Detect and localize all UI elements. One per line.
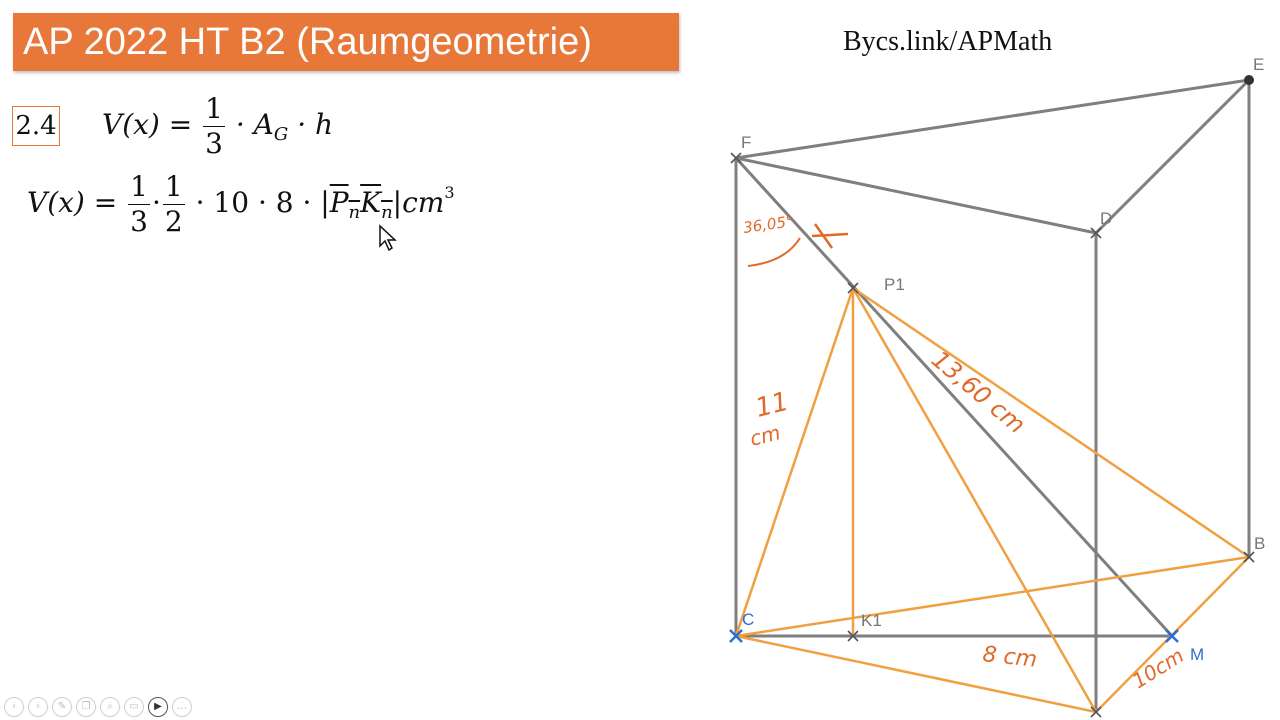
cross-mark (811, 223, 849, 249)
point-markers (730, 152, 1255, 718)
handwriting: 36,05° 11 cm 13,60 cm 8 cm 10cm (742, 212, 1188, 693)
edge-c-a (735, 634, 1097, 714)
title-banner: AP 2022 HT B2 (Raumgeometrie) (13, 13, 679, 71)
volume-formula-specific: V(x) = 1 3 · 1 2 · 10 · 8 · |PnKn|cm3 (27, 170, 455, 239)
edge-fe (735, 78, 1250, 160)
label-f: F (741, 133, 751, 152)
formula2-lhs: V(x) = (27, 186, 118, 219)
edge-c-b (735, 555, 1250, 638)
volume-formula-general: V(x) = 1 3 · AG · h (102, 92, 333, 161)
edge-fm (734, 156, 1174, 638)
presentation-toolbar: ‹ › ✎ ❐ ⌕ ▭ ▶ … (4, 697, 192, 717)
edge-de (1094, 78, 1251, 235)
zoom-icon[interactable]: ⌕ (100, 697, 120, 717)
screen-icon[interactable]: ▭ (124, 697, 144, 717)
edge-annotation-value: 11 (752, 387, 791, 424)
label-k1: K1 (861, 611, 882, 630)
label-m: M (1190, 645, 1204, 664)
edge-annotation-unit: cm (747, 420, 782, 451)
marker-m (1165, 629, 1179, 643)
formula2-unit: |cm (392, 186, 445, 219)
formula2-middle: · 10 · 8 · | (195, 186, 330, 219)
marker-d (1090, 227, 1102, 239)
formula2-f2-num: 1 (162, 170, 185, 205)
formula1-rest-b: · h (297, 108, 334, 141)
marker-f (730, 152, 742, 164)
angle-annotation: 36,05° (742, 212, 794, 237)
edge-p1-b (852, 286, 1250, 559)
seg-k: K (360, 186, 382, 219)
mouse-cursor-icon (379, 224, 397, 252)
formula2-f1-num: 1 (128, 170, 150, 205)
formula1-rest-a: · A (235, 108, 274, 141)
label-p1: P1 (884, 275, 905, 294)
course-link[interactable]: Bycs.link/APMath (843, 26, 1053, 57)
next-icon[interactable]: › (28, 697, 48, 717)
marker-c (729, 629, 743, 643)
formula2-fraction-1: 1 3 (128, 170, 150, 239)
prev-icon[interactable]: ‹ (4, 697, 24, 717)
copy-icon[interactable]: ❐ (76, 697, 96, 717)
seg-p: P (329, 186, 349, 219)
edge-p1-c (734, 287, 855, 637)
task-number-box: 2.4 (12, 106, 60, 146)
more-icon[interactable]: … (172, 697, 192, 717)
edge-p1-a (851, 287, 1098, 713)
video-icon[interactable]: ▶ (148, 697, 168, 717)
label-c: C (742, 610, 754, 629)
formula2-fraction-2: 1 2 (162, 170, 185, 239)
formula1-frac-num: 1 (203, 92, 225, 127)
marker-k1 (847, 630, 859, 642)
formula1-rest-sub: G (273, 124, 289, 145)
label-e: E (1253, 55, 1264, 74)
formula2-unit-exp: 3 (444, 183, 455, 202)
point-e (1244, 75, 1254, 85)
seg-p-sub: n (348, 202, 361, 223)
edge-fd (735, 156, 1097, 235)
marker-p1 (847, 282, 859, 294)
formula2-f2-den: 2 (164, 205, 183, 238)
pen-icon[interactable]: ✎ (52, 697, 72, 717)
marker-a (1090, 706, 1102, 718)
base-annotation: 8 cm (981, 642, 1038, 673)
prism-edges (734, 78, 1251, 712)
angle-arc (747, 237, 801, 267)
marker-b (1243, 551, 1255, 563)
point-labels: E F D P1 B K1 (741, 55, 1265, 630)
blue-markers (729, 629, 1179, 643)
formula1-fraction: 1 3 (203, 92, 225, 161)
label-d: D (1100, 209, 1112, 228)
seg-k-sub: n (381, 202, 393, 223)
formula2-f1-den: 3 (130, 205, 148, 238)
formula1-frac-den: 3 (205, 127, 223, 160)
formula1-lhs: V(x) = (102, 108, 193, 141)
segment-pn-kn: PnKn (329, 186, 393, 223)
label-b: B (1254, 534, 1265, 553)
